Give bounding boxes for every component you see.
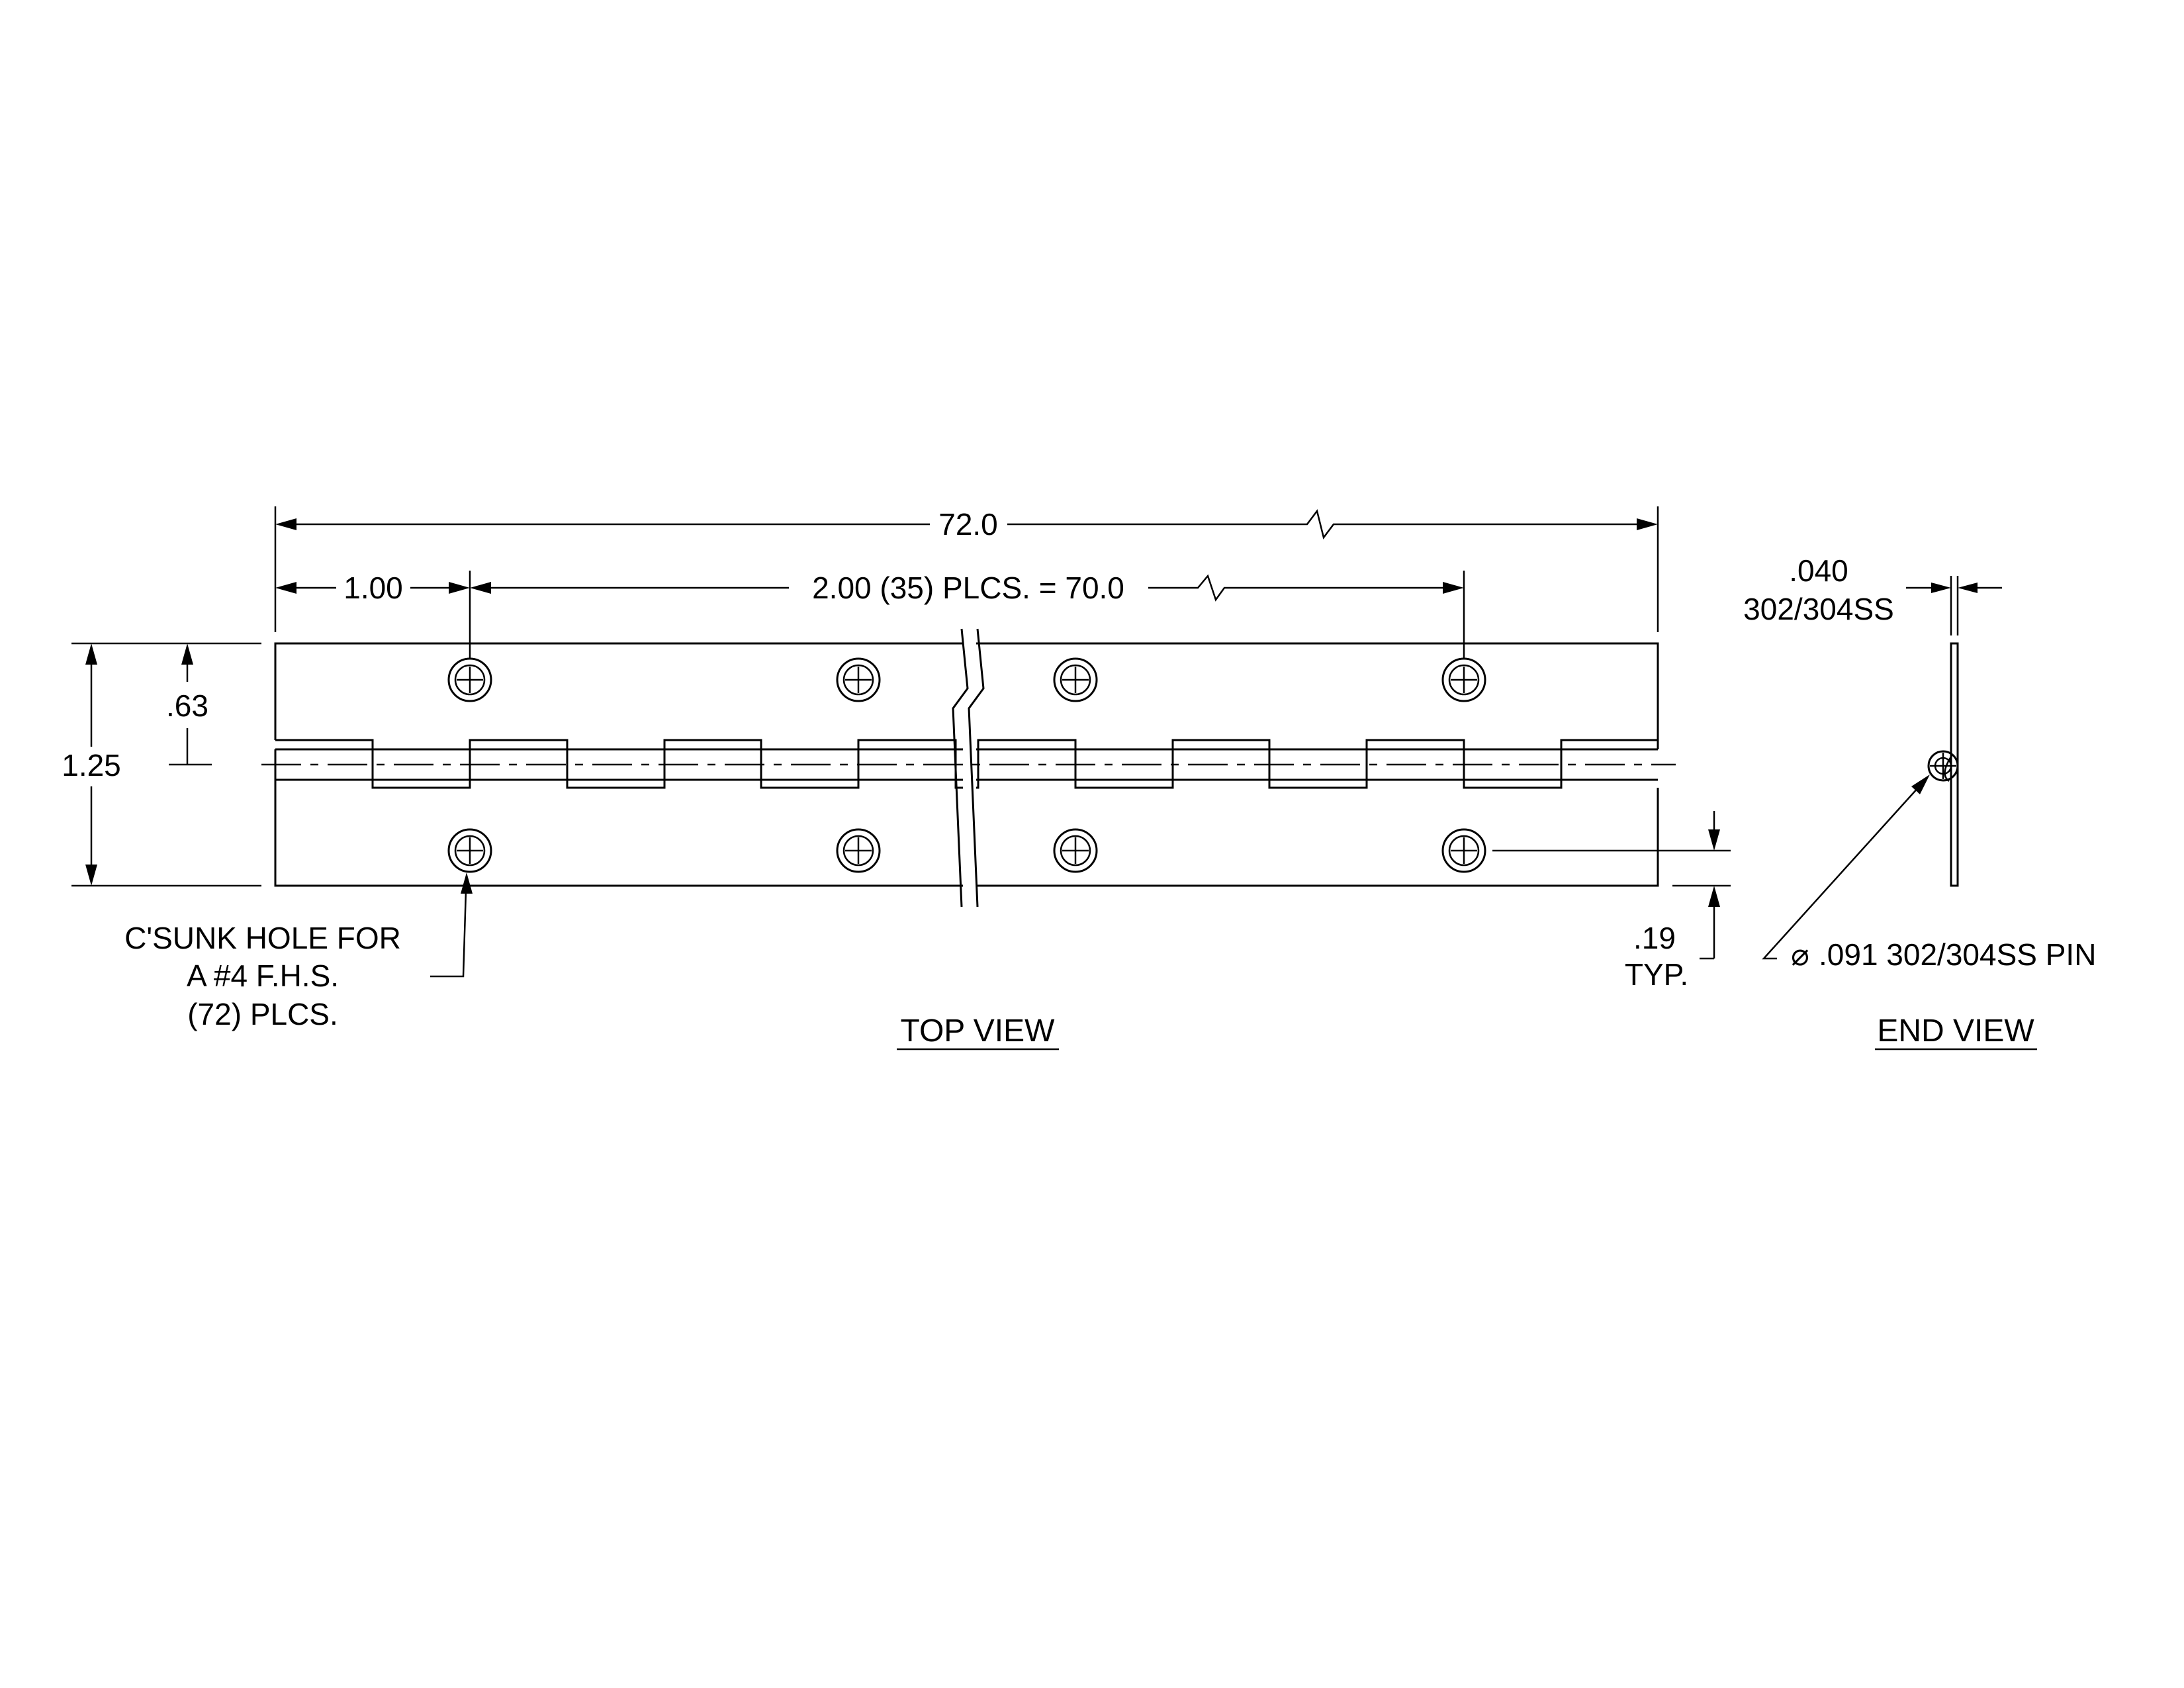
dim-overall-length-text: 72.0 xyxy=(938,507,998,541)
end-view-title: END VIEW xyxy=(1877,1013,2034,1049)
hole-top-3 xyxy=(1053,657,1098,702)
note-countersunk-hole: C'SUNK HOLE FOR A #4 F.H.S. (72) PLCS. xyxy=(124,872,473,1031)
dim-thickness: .040 302/304SS xyxy=(1743,553,2002,635)
dim-hole-edge-text: .19 xyxy=(1633,921,1676,955)
dim-hole-spacing-text: 2.00 (35) PLCS. = 70.0 xyxy=(812,571,1124,605)
dim-edge-to-hole: 1.00 xyxy=(275,571,471,659)
hinge-top-view xyxy=(261,628,1676,908)
top-view-title: TOP VIEW xyxy=(901,1013,1056,1049)
leaf-material-text: 302/304SS xyxy=(1743,592,1894,626)
hole-bottom-3 xyxy=(1053,828,1098,873)
label-top-view: TOP VIEW xyxy=(897,1013,1059,1051)
note-line-2: A #4 F.H.S. xyxy=(187,959,339,993)
hole-bottom-4 xyxy=(1441,828,1486,873)
hole-top-1 xyxy=(447,657,492,702)
hole-top-4 xyxy=(1441,657,1486,702)
dim-width-text: 1.25 xyxy=(62,748,121,782)
pin-diameter-symbol: ⌀ xyxy=(1791,937,1809,972)
dim-pin-centerline: .63 xyxy=(166,643,212,766)
hole-bottom-2 xyxy=(836,828,881,873)
dim-overall-length: 72.0 xyxy=(274,506,1659,632)
label-end-view: END VIEW xyxy=(1875,1013,2037,1051)
dim-thickness-text: .040 xyxy=(1789,553,1848,588)
note-pin: ⌀ .091 302/304SS PIN xyxy=(1762,774,2096,972)
note-line-3: (72) PLCS. xyxy=(187,997,338,1031)
hole-bottom-1 xyxy=(447,828,492,873)
hole-top-2 xyxy=(836,657,881,702)
hinge-end-view xyxy=(1927,642,1959,887)
dim-width: 1.25 xyxy=(62,642,261,887)
dim-hole-edge-note: TYP. xyxy=(1625,957,1688,992)
dim-edge-to-hole-text: 1.00 xyxy=(343,571,403,605)
pin-circle xyxy=(1927,750,1959,782)
dim-pin-centerline-text: .63 xyxy=(166,688,208,723)
note-line-1: C'SUNK HOLE FOR xyxy=(124,921,401,955)
pin-spec-text: .091 302/304SS PIN xyxy=(1819,937,2096,972)
dim-hole-spacing: 2.00 (35) PLCS. = 70.0 xyxy=(470,571,1465,659)
dim-hole-edge: .19 TYP. xyxy=(1492,811,1731,992)
